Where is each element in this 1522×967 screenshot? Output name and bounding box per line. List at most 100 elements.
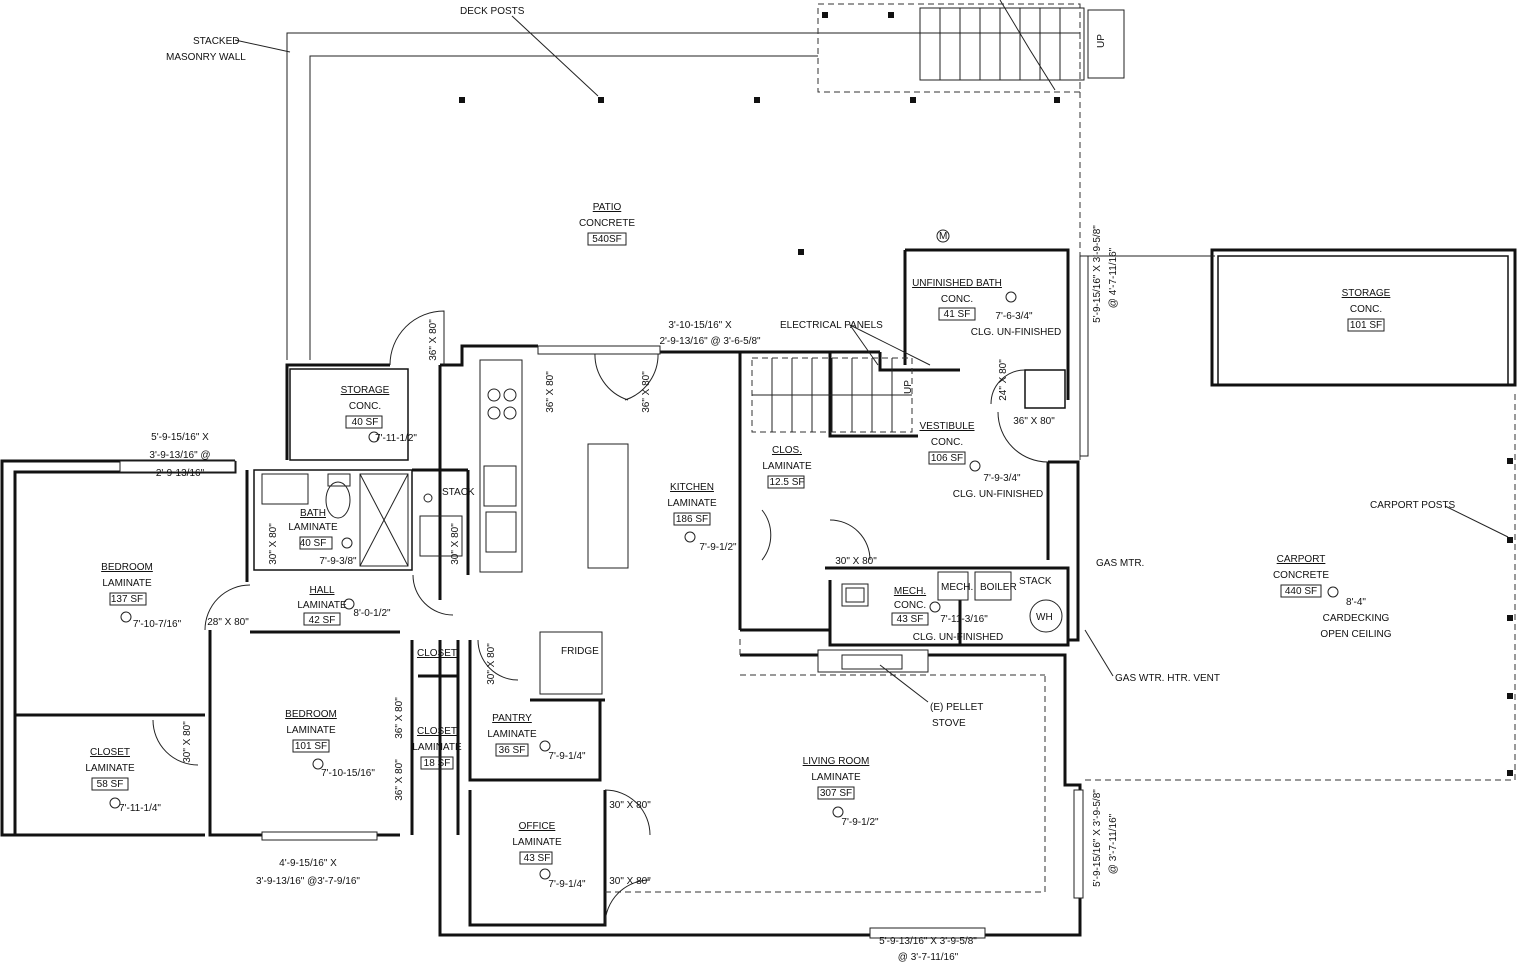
room-name: OFFICE bbox=[519, 821, 556, 832]
height-marker bbox=[832, 806, 844, 818]
deck-post bbox=[822, 12, 828, 18]
dimension-text: 30" X 80" bbox=[835, 556, 877, 567]
dimension-text: 3'-9-13/16" @ bbox=[149, 450, 210, 461]
dimension-text: 30" X 80" bbox=[268, 523, 279, 565]
dimension-text: 36" X 80" bbox=[428, 319, 439, 361]
dimension-text: 28" X 80" bbox=[207, 617, 249, 628]
room-name: MECH. bbox=[894, 586, 926, 597]
ceiling-markers bbox=[109, 229, 1339, 880]
door-swings bbox=[152, 310, 1049, 926]
room-hall: HALL LAMINATE 42 SF 8'-0-1/2" bbox=[297, 585, 391, 626]
dimension-text: 30" X 80" bbox=[609, 876, 651, 887]
dimension-text: 5'-9-15/16" X 3'-9-5/8" bbox=[1092, 789, 1103, 887]
room-unfinished-bath: UNFINISHED BATH CONC. 41 SF 7'-6-3/4" CL… bbox=[912, 278, 1061, 338]
dimension-text: 4'-9-15/16" X bbox=[279, 858, 337, 869]
room-kitchen: KITCHEN LAMINATE 186 SF 7'-9-1/2" bbox=[667, 482, 737, 553]
room-floor: LAMINATE bbox=[487, 729, 537, 740]
room-floor: CONC. bbox=[894, 600, 926, 611]
bath-fixtures bbox=[261, 473, 463, 567]
height-marker bbox=[539, 868, 551, 880]
room-floor: LAMINATE bbox=[811, 772, 861, 783]
room-ceiling: 8'-4" bbox=[1346, 597, 1366, 608]
room-name: UNFINISHED BATH bbox=[912, 278, 1002, 289]
height-marker bbox=[684, 531, 696, 543]
up-label: UP bbox=[1096, 34, 1107, 48]
dimension-text: 2'-9-13/16" @ 3'-6-5/8" bbox=[659, 336, 761, 347]
dimension-text: 5'-9-15/16" X 3'-9-5/8" bbox=[1092, 225, 1103, 323]
room-name: VESTIBULE bbox=[919, 421, 974, 432]
room-name: BATH bbox=[300, 508, 326, 519]
room-area: 40 SF bbox=[300, 538, 327, 549]
meter-circle bbox=[936, 229, 950, 243]
electrical-panels-label: ELECTRICAL PANELS bbox=[780, 320, 883, 331]
height-marker bbox=[343, 598, 355, 610]
room-note: CLG. UN-FINISHED bbox=[971, 327, 1062, 338]
room-name: BEDROOM bbox=[101, 562, 153, 573]
carport-posts bbox=[1507, 458, 1513, 776]
room-name: CLOS. bbox=[772, 445, 802, 456]
room-name: HALL bbox=[309, 585, 334, 596]
fridge-label: FRIDGE bbox=[561, 646, 599, 657]
room-name: CLOSET bbox=[417, 726, 457, 737]
room-area: 186 SF bbox=[676, 514, 708, 525]
gas-vent-label: GAS WTR. HTR. VENT bbox=[1115, 673, 1220, 684]
height-marker bbox=[539, 740, 551, 752]
room-name: STORAGE bbox=[341, 385, 390, 396]
room-area: 43 SF bbox=[897, 614, 924, 625]
room-area: 40 SF bbox=[352, 417, 379, 428]
windows bbox=[119, 255, 1089, 939]
fridge-box bbox=[539, 631, 603, 695]
dimension-text: 2'-9-13/16" bbox=[156, 468, 205, 479]
room-floor: CONC. bbox=[349, 401, 381, 412]
room-floor: LAMINATE bbox=[102, 578, 152, 589]
room-labels: PATIO CONCRETE 540SF STORAGE CONC. 40 SF… bbox=[85, 202, 1391, 890]
room-name: PATIO bbox=[593, 202, 622, 213]
stairs bbox=[751, 357, 913, 433]
room-ceiling: 7'-9-3/4" bbox=[983, 473, 1021, 484]
room-ceiling: 7'-9-1/4" bbox=[548, 879, 586, 890]
pellet-stove-label: STOVE bbox=[932, 718, 966, 729]
pellet-stove-label: (E) PELLET bbox=[930, 702, 983, 713]
room-name: LIVING ROOM bbox=[803, 756, 870, 767]
room-floor: CONCRETE bbox=[1273, 570, 1329, 581]
room-area: 41 SF bbox=[944, 309, 971, 320]
dimension-text: 3'-10-15/16" X bbox=[668, 320, 732, 331]
room-ceiling: 7'-10-7/16" bbox=[133, 619, 182, 630]
room-area: 137 SF bbox=[111, 594, 143, 605]
deck-posts-label: DECK POSTS bbox=[460, 6, 525, 17]
room-bedroom-2: BEDROOM LAMINATE 101 SF 7'-10-15/16" bbox=[285, 709, 375, 779]
room-area: 440 SF bbox=[1285, 586, 1317, 597]
deck-post bbox=[754, 97, 760, 103]
dimension-text: 5'-9-13/16" X 3'-9-5/8" bbox=[879, 936, 977, 947]
room-ceiling: 7'-9-1/2" bbox=[841, 817, 879, 828]
room-bath: BATH LAMINATE 40 SF 7'-9-3/8" bbox=[288, 508, 357, 567]
carport-post bbox=[1507, 615, 1513, 621]
dimension-text: 30" X 80" bbox=[182, 721, 193, 763]
room-patio: PATIO CONCRETE 540SF bbox=[579, 202, 635, 245]
room-closet-small: CLOSET bbox=[417, 648, 457, 659]
room-ceiling: 7'-6-3/4" bbox=[995, 311, 1033, 322]
stack-label: STACK bbox=[442, 487, 475, 498]
room-storage-small: STORAGE CONC. 40 SF 7'-11-1/2" bbox=[341, 385, 418, 444]
dimension-labels: 3'-10-15/16" X 2'-9-13/16" @ 3'-6-5/8" 5… bbox=[149, 320, 1055, 963]
room-name: STORAGE bbox=[1342, 288, 1391, 299]
height-marker bbox=[929, 601, 941, 613]
room-ceiling: 7'-9-1/4" bbox=[548, 751, 586, 762]
room-living: LIVING ROOM LAMINATE 307 SF 7'-9-1/2" bbox=[803, 756, 879, 828]
room-floor: CONC. bbox=[1350, 304, 1382, 315]
room-area: 307 SF bbox=[820, 788, 852, 799]
room-floor: LAMINATE bbox=[412, 742, 462, 753]
room-name: CLOSET bbox=[90, 747, 130, 758]
deck-post bbox=[888, 12, 894, 18]
room-name: PANTRY bbox=[492, 713, 532, 724]
area-boxes bbox=[91, 232, 1385, 865]
room-floor: LAMINATE bbox=[667, 498, 717, 509]
room-closet-1: CLOSET LAMINATE 58 SF 7'-11-1/4" bbox=[85, 747, 161, 814]
height-marker bbox=[341, 537, 353, 549]
room-note: CLG. UN-FINISHED bbox=[913, 632, 1004, 643]
height-marker bbox=[969, 460, 981, 472]
patio-boundary bbox=[286, 32, 1081, 360]
stacked-wall-label: MASONRY WALL bbox=[166, 52, 246, 63]
deck-post bbox=[910, 97, 916, 103]
